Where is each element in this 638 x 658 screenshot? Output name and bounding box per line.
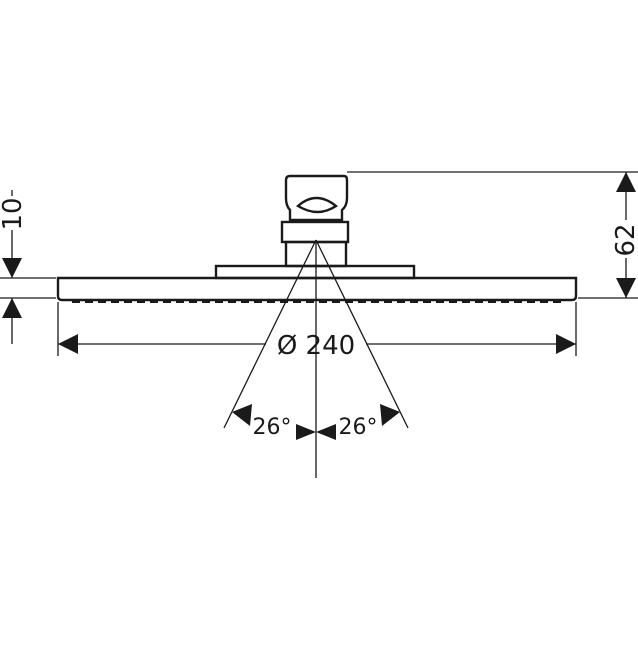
arrow-left-icon bbox=[316, 424, 336, 440]
top-plate bbox=[214, 264, 416, 280]
nozzle bbox=[423, 300, 431, 303]
nozzle bbox=[163, 300, 171, 303]
nozzle bbox=[410, 300, 418, 303]
nozzle bbox=[150, 300, 158, 303]
nozzle bbox=[306, 300, 314, 303]
spray-line-right bbox=[315, 239, 409, 429]
nozzle bbox=[514, 300, 522, 303]
arrow-down-icon bbox=[616, 278, 636, 298]
swivel-connector bbox=[284, 174, 349, 222]
arrow-right-icon bbox=[380, 404, 400, 426]
arrow-left-icon bbox=[232, 404, 252, 426]
angle-right-label: 26° bbox=[339, 415, 378, 440]
nozzle bbox=[293, 300, 301, 303]
nozzle bbox=[176, 300, 184, 303]
height-dimension: 62 bbox=[347, 171, 638, 299]
nozzle bbox=[345, 300, 353, 303]
arrow-right-icon bbox=[296, 424, 316, 440]
nozzle bbox=[475, 300, 483, 303]
diameter-dimension: Ø 240 bbox=[57, 302, 577, 361]
nozzle bbox=[124, 300, 132, 303]
nozzle bbox=[202, 300, 210, 303]
head-disk bbox=[56, 276, 578, 302]
nozzle bbox=[111, 300, 119, 303]
nozzle bbox=[98, 300, 106, 303]
nozzle bbox=[358, 300, 366, 303]
nozzle bbox=[85, 300, 93, 303]
nozzle bbox=[384, 300, 392, 303]
nozzle bbox=[397, 300, 405, 303]
arrow-left-icon bbox=[58, 334, 78, 354]
arrow-down-icon bbox=[2, 258, 22, 278]
nozzle bbox=[449, 300, 457, 303]
nozzle bbox=[267, 300, 275, 303]
arrow-right-icon bbox=[556, 334, 576, 354]
nozzle bbox=[189, 300, 197, 303]
nozzle bbox=[553, 300, 561, 303]
nozzle bbox=[254, 300, 262, 303]
spray-angle: 26° 26° bbox=[223, 239, 409, 478]
nozzle bbox=[371, 300, 379, 303]
nozzle bbox=[501, 300, 509, 303]
nozzle bbox=[241, 300, 249, 303]
arrow-up-icon bbox=[2, 298, 22, 318]
nozzle bbox=[72, 300, 80, 303]
nozzle bbox=[319, 300, 327, 303]
height-label: 62 bbox=[611, 223, 638, 256]
nozzle-row bbox=[72, 300, 561, 303]
neck-collar bbox=[280, 220, 350, 244]
nozzle bbox=[527, 300, 535, 303]
nozzle bbox=[137, 300, 145, 303]
arrow-up-icon bbox=[616, 172, 636, 192]
nozzle bbox=[540, 300, 548, 303]
nozzle bbox=[332, 300, 340, 303]
thickness-dimension: 10 bbox=[0, 190, 56, 344]
nozzle bbox=[280, 300, 288, 303]
angle-left-label: 26° bbox=[253, 415, 292, 440]
swivel-ball bbox=[295, 196, 339, 214]
nozzle bbox=[488, 300, 496, 303]
nozzle bbox=[462, 300, 470, 303]
nozzle bbox=[436, 300, 444, 303]
spray-line-left bbox=[223, 239, 317, 429]
thickness-label: 10 bbox=[0, 197, 28, 230]
nozzle bbox=[228, 300, 236, 303]
nozzle bbox=[215, 300, 223, 303]
shower-head bbox=[56, 174, 578, 303]
